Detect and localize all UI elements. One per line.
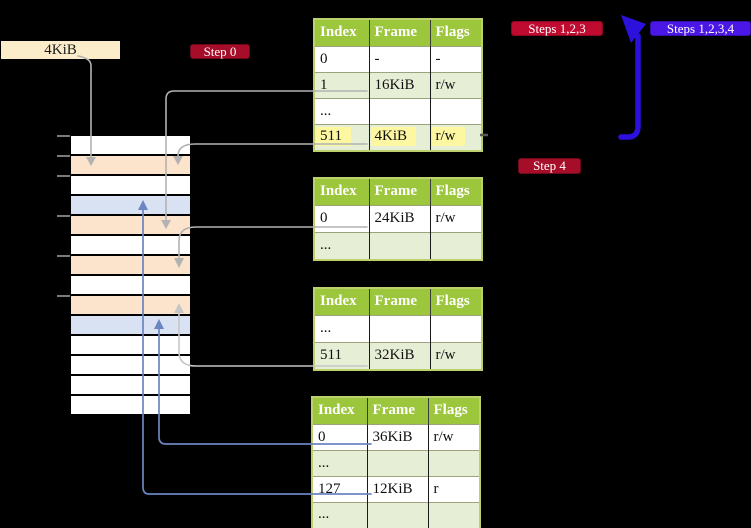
table-cell: r/w — [427, 424, 480, 451]
table-cell: r/w — [429, 72, 482, 99]
highlighted-value: 4KiB — [370, 127, 417, 147]
table-cell: 32KiB — [368, 342, 430, 370]
table-cell: ... — [312, 502, 367, 528]
table-cell — [368, 315, 430, 343]
table-cell: ... — [314, 98, 369, 125]
table-cell: r/w — [429, 342, 482, 370]
memory-row — [71, 136, 190, 156]
memory-row — [71, 156, 190, 176]
table-header-cell: Frame — [368, 288, 430, 316]
table-cell: 0 — [314, 46, 369, 73]
table-cell: r — [427, 476, 480, 503]
table-cell — [427, 502, 480, 528]
table-cell: - — [429, 46, 482, 73]
table-row: 511 4KiB r/w — [314, 124, 482, 151]
table-cell: ... — [314, 232, 369, 260]
badge-steps-1-2-3: Steps 1,2,3 — [511, 21, 603, 36]
table-header-cell: Flags — [429, 288, 482, 316]
arrow-line-a8 — [618, 33, 641, 140]
memory-row — [71, 196, 190, 216]
table-cell: 511 — [314, 342, 369, 370]
table-cell: 0 — [314, 205, 369, 233]
table-row: ... — [312, 502, 480, 528]
table-cell: 1 — [314, 72, 369, 99]
memory-column — [71, 136, 190, 416]
table-cell: r/w — [429, 124, 482, 151]
memory-row — [71, 296, 190, 316]
memory-row — [71, 316, 190, 336]
table-header-cell: Index — [314, 19, 369, 47]
table-cell: ... — [314, 315, 369, 343]
table-header-cell: Flags — [429, 178, 482, 206]
memory-row — [71, 236, 190, 256]
page-size-label: 4KiB — [1, 41, 120, 59]
table-row: 0-- — [314, 46, 482, 73]
table-cell: ... — [312, 450, 367, 477]
memory-row — [71, 376, 190, 396]
highlighted-value: r/w — [431, 127, 465, 147]
table-cell — [429, 315, 482, 343]
table-cell: 4KiB — [368, 124, 430, 151]
table-cell — [366, 450, 428, 477]
badge-step-0: Step 0 — [190, 44, 250, 59]
memory-row — [71, 216, 190, 236]
arrowhead-icon — [621, 15, 646, 43]
table-cell — [429, 98, 482, 125]
table-cell — [429, 232, 482, 260]
table-header-cell: Index — [312, 397, 367, 425]
table-cell: 24KiB — [368, 205, 430, 233]
table-cell: 16KiB — [368, 72, 430, 99]
table-header-cell: Index — [314, 178, 369, 206]
badge-step-4: Step 4 — [518, 158, 581, 174]
table-cell: r/w — [429, 205, 482, 233]
memory-row — [71, 176, 190, 196]
table-row: ... — [314, 98, 482, 125]
table-cell: 127 — [312, 476, 367, 503]
table-header-cell: Flags — [429, 19, 482, 47]
memory-row — [71, 396, 190, 416]
table-row: ... — [314, 315, 482, 343]
table-cell — [368, 98, 430, 125]
memory-row — [71, 356, 190, 376]
table-header-cell: Index — [314, 288, 369, 316]
table-cell — [368, 232, 430, 260]
table-header-cell: Frame — [368, 178, 430, 206]
table-cell: 12KiB — [366, 476, 428, 503]
table-header-cell: Flags — [427, 397, 480, 425]
table-cell — [366, 502, 428, 528]
table-cell: 36KiB — [366, 424, 428, 451]
table-cell: 0 — [312, 424, 367, 451]
memory-row — [71, 256, 190, 276]
table-row: ... — [312, 450, 480, 477]
badge-steps-1-2-3-4: Steps 1,2,3,4 — [650, 21, 751, 36]
table-row: ... — [314, 232, 482, 260]
table-cell: 511 — [314, 124, 369, 151]
highlighted-value: 511 — [316, 127, 351, 147]
table-cell — [427, 450, 480, 477]
memory-row — [71, 336, 190, 356]
memory-row — [71, 276, 190, 296]
table-cell: - — [368, 46, 430, 73]
table-header-cell: Frame — [368, 19, 430, 47]
table-header-cell: Frame — [366, 397, 428, 425]
